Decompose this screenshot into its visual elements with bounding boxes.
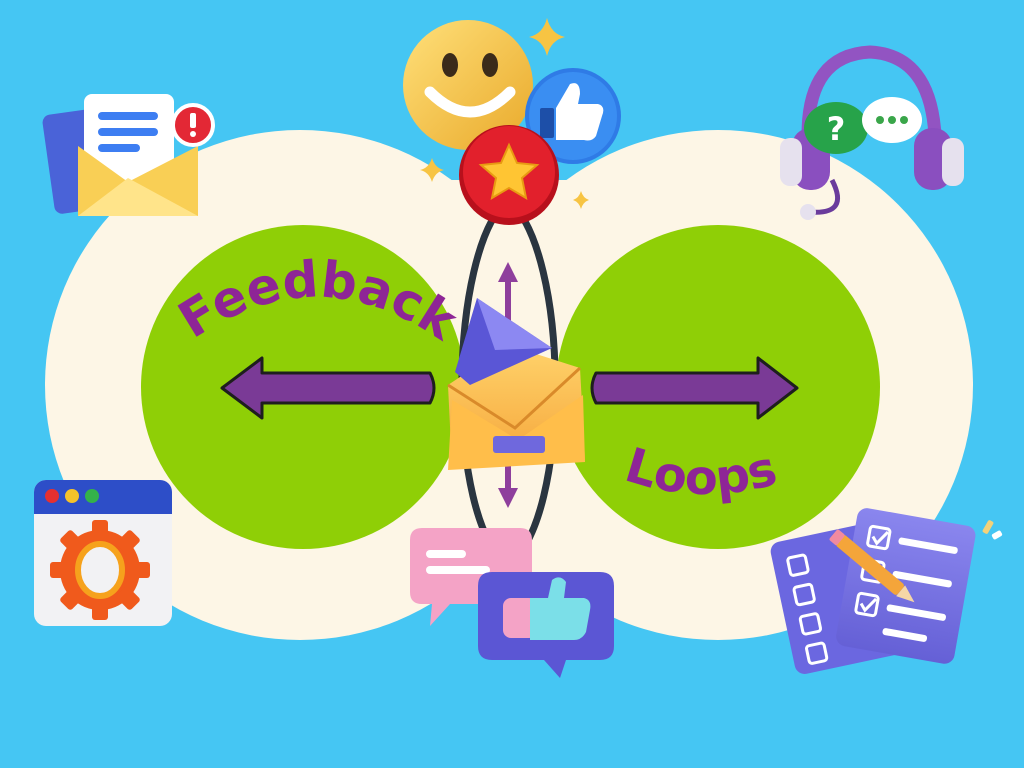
sparkle-icon [420, 18, 589, 209]
smiley-face-icon [403, 20, 533, 150]
thumbs-up-chat-icon [478, 572, 614, 678]
envelope-alert-icon [42, 94, 215, 216]
paper-plane-envelope-icon [447, 298, 585, 470]
headset-chat-icon: ? [780, 45, 964, 220]
svg-text:?: ? [827, 110, 846, 148]
thumbs-up-badge-icon [525, 68, 621, 164]
settings-window-icon [34, 480, 172, 626]
checklist-pencil-icon [770, 508, 1003, 674]
left-arrow [220, 356, 436, 420]
right-arrow [590, 356, 799, 420]
star-badge-icon [459, 125, 559, 225]
